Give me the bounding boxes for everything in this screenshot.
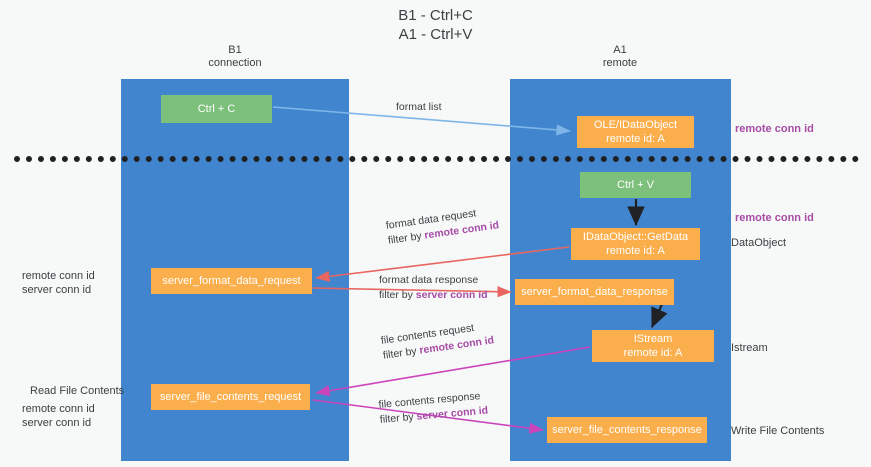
- edge-label-format-list: format list: [396, 100, 442, 115]
- annotation-write-file-contents: Write File Contents: [731, 425, 825, 437]
- node-getdata-sub: remote id: A: [606, 245, 665, 257]
- node-getdata-label: IDataObject::GetData: [582, 231, 689, 243]
- column-header-a1-role: remote: [602, 57, 638, 69]
- node-server-file-contents-response[interactable]: server_file_contents_response: [547, 417, 707, 443]
- title-line-2: A1 - Ctrl+V: [398, 26, 473, 43]
- node-istream[interactable]: IStream remote id: A: [592, 330, 714, 362]
- annotation-istream: Istream: [731, 342, 768, 354]
- page-title: B1 - Ctrl+C A1 - Ctrl+V: [0, 6, 871, 44]
- node-server-format-data-response[interactable]: server_format_data_response: [515, 279, 674, 305]
- annotation-server-conn-id: server conn id: [22, 284, 92, 296]
- annotation-read-file-contents: Read File Contents: [30, 385, 125, 397]
- annotation-dataobject: DataObject: [731, 237, 787, 249]
- node-server-format-data-request[interactable]: server_format_data_request: [151, 268, 312, 294]
- annotation-remote-conn-id: remote conn id: [22, 403, 95, 415]
- column-header-b1-name: B1: [228, 44, 242, 56]
- column-header-b1: B1 connection: [125, 44, 345, 70]
- node-istream-label: IStream: [633, 333, 673, 345]
- filter-prefix: filter by: [387, 229, 426, 247]
- node-idataobject-sub: remote id: A: [606, 133, 665, 145]
- annotation-remote-conn-id: remote conn id: [22, 270, 95, 282]
- column-header-a1: A1 remote: [510, 44, 730, 70]
- node-idataobject-label: OLE/IDataObject: [593, 119, 678, 131]
- node-istream-sub: remote id: A: [623, 347, 683, 359]
- edge-label-format-data-request: format data request filter by remote con…: [385, 203, 500, 248]
- node-ctrl-v-label: Ctrl + V: [617, 179, 654, 191]
- node-ctrl-c[interactable]: Ctrl + C: [161, 95, 272, 123]
- edge-label-file-contents-request: file contents request filter by remote c…: [380, 318, 495, 363]
- filter-prefix: filter by: [382, 344, 421, 362]
- filter-value-server-conn-id: server conn id: [415, 289, 488, 301]
- node-server-file-contents-request[interactable]: server_file_contents_request: [151, 384, 310, 410]
- annotation-server-conn-id: server conn id: [22, 417, 92, 429]
- edge-label-format-data-response-filter: filter by server conn id: [379, 288, 488, 303]
- node-ctrl-c-label: Ctrl + C: [197, 103, 236, 115]
- column-header-b1-role: connection: [208, 57, 262, 69]
- annotation-remote-conn-id-top: remote conn id: [735, 123, 814, 135]
- column-header-a1-name: A1: [613, 44, 627, 56]
- node-server-format-data-request-label: server_format_data_request: [162, 275, 301, 287]
- node-idataobject-getdata[interactable]: IDataObject::GetData remote id: A: [571, 228, 700, 260]
- annotation-left-conn-ids-bottom: remote conn id server conn id: [22, 402, 95, 430]
- phase-divider: [14, 156, 859, 162]
- filter-prefix: filter by: [379, 289, 416, 301]
- edge-label-format-data-response-text: format data response: [379, 274, 479, 286]
- filter-prefix: filter by: [379, 410, 418, 426]
- node-server-file-contents-request-label: server_file_contents_request: [159, 391, 302, 403]
- node-server-format-data-response-label: server_format_data_response: [521, 286, 668, 298]
- annotation-left-conn-ids-mid: remote conn id server conn id: [22, 269, 95, 297]
- node-server-file-contents-response-label: server_file_contents_response: [552, 424, 702, 436]
- edge-label-format-data-response: format data response filter by server co…: [379, 273, 488, 303]
- title-line-1: B1 - Ctrl+C: [398, 7, 473, 24]
- node-idataobject[interactable]: OLE/IDataObject remote id: A: [577, 116, 694, 148]
- edge-label-file-contents-response: file contents response filter by server …: [378, 389, 489, 428]
- edge-label-format-list-text: format list: [396, 101, 442, 113]
- annotation-remote-conn-id-mid: remote conn id: [735, 212, 814, 224]
- node-ctrl-v[interactable]: Ctrl + V: [580, 172, 691, 198]
